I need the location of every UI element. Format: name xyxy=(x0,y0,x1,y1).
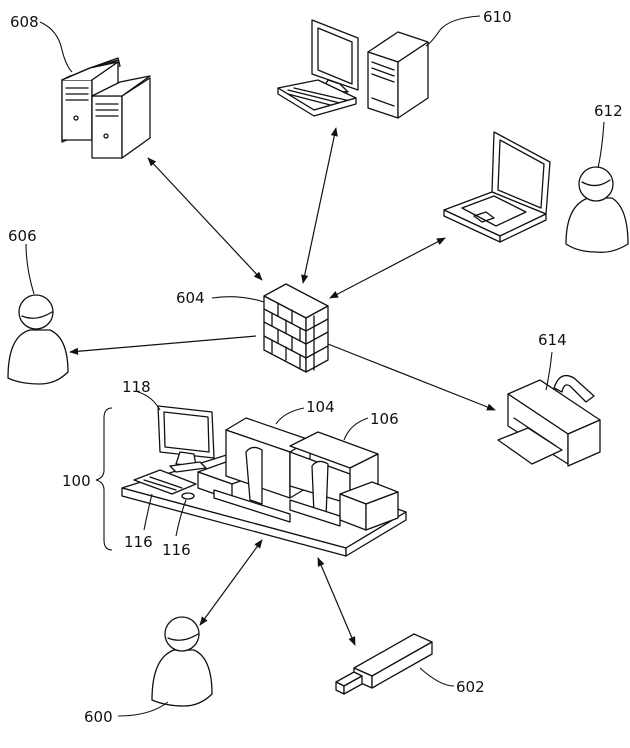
leader-612 xyxy=(598,122,604,168)
leader-600 xyxy=(118,702,168,716)
label-606: 606 xyxy=(8,227,37,245)
arrow-laptop-firewall xyxy=(330,238,445,298)
leader-604 xyxy=(212,297,264,302)
label-100: 100 xyxy=(62,472,91,490)
usb-drive-icon xyxy=(336,634,432,694)
system-bracket xyxy=(96,408,112,550)
desktop-computer-icon xyxy=(278,20,428,118)
label-116b: 116 xyxy=(162,541,191,559)
arrow-firewall-left-user xyxy=(70,336,256,352)
leader-104 xyxy=(276,408,304,424)
label-602: 602 xyxy=(456,678,485,696)
label-104: 104 xyxy=(306,398,335,416)
leader-606 xyxy=(26,244,34,294)
printer-icon xyxy=(498,376,600,466)
label-614: 614 xyxy=(538,331,567,349)
user-icon-612 xyxy=(566,167,628,252)
label-600: 600 xyxy=(84,708,113,726)
firewall-icon xyxy=(264,284,328,372)
label-604: 604 xyxy=(176,289,205,307)
arrow-server-firewall xyxy=(148,158,262,280)
label-612: 612 xyxy=(594,102,623,120)
mouse-icon xyxy=(182,493,194,499)
arrow-system-user xyxy=(200,540,262,625)
label-118: 118 xyxy=(122,378,151,396)
leader-602 xyxy=(420,668,454,686)
arrow-desktop-firewall xyxy=(303,128,336,283)
label-608: 608 xyxy=(10,13,39,31)
arrow-firewall-printer xyxy=(328,344,495,410)
label-106: 106 xyxy=(370,410,399,428)
lab-analyzer-system xyxy=(122,406,406,556)
leader-106 xyxy=(344,418,368,440)
user-icon-600 xyxy=(152,617,212,706)
leader-614 xyxy=(546,352,552,390)
label-610: 610 xyxy=(483,8,512,26)
laptop-icon xyxy=(444,132,550,242)
arrow-system-usb xyxy=(318,558,355,645)
label-116a: 116 xyxy=(124,533,153,551)
leader-610 xyxy=(426,16,480,46)
user-icon-606 xyxy=(8,295,68,384)
server-icon xyxy=(62,58,150,158)
leader-608 xyxy=(40,22,72,72)
